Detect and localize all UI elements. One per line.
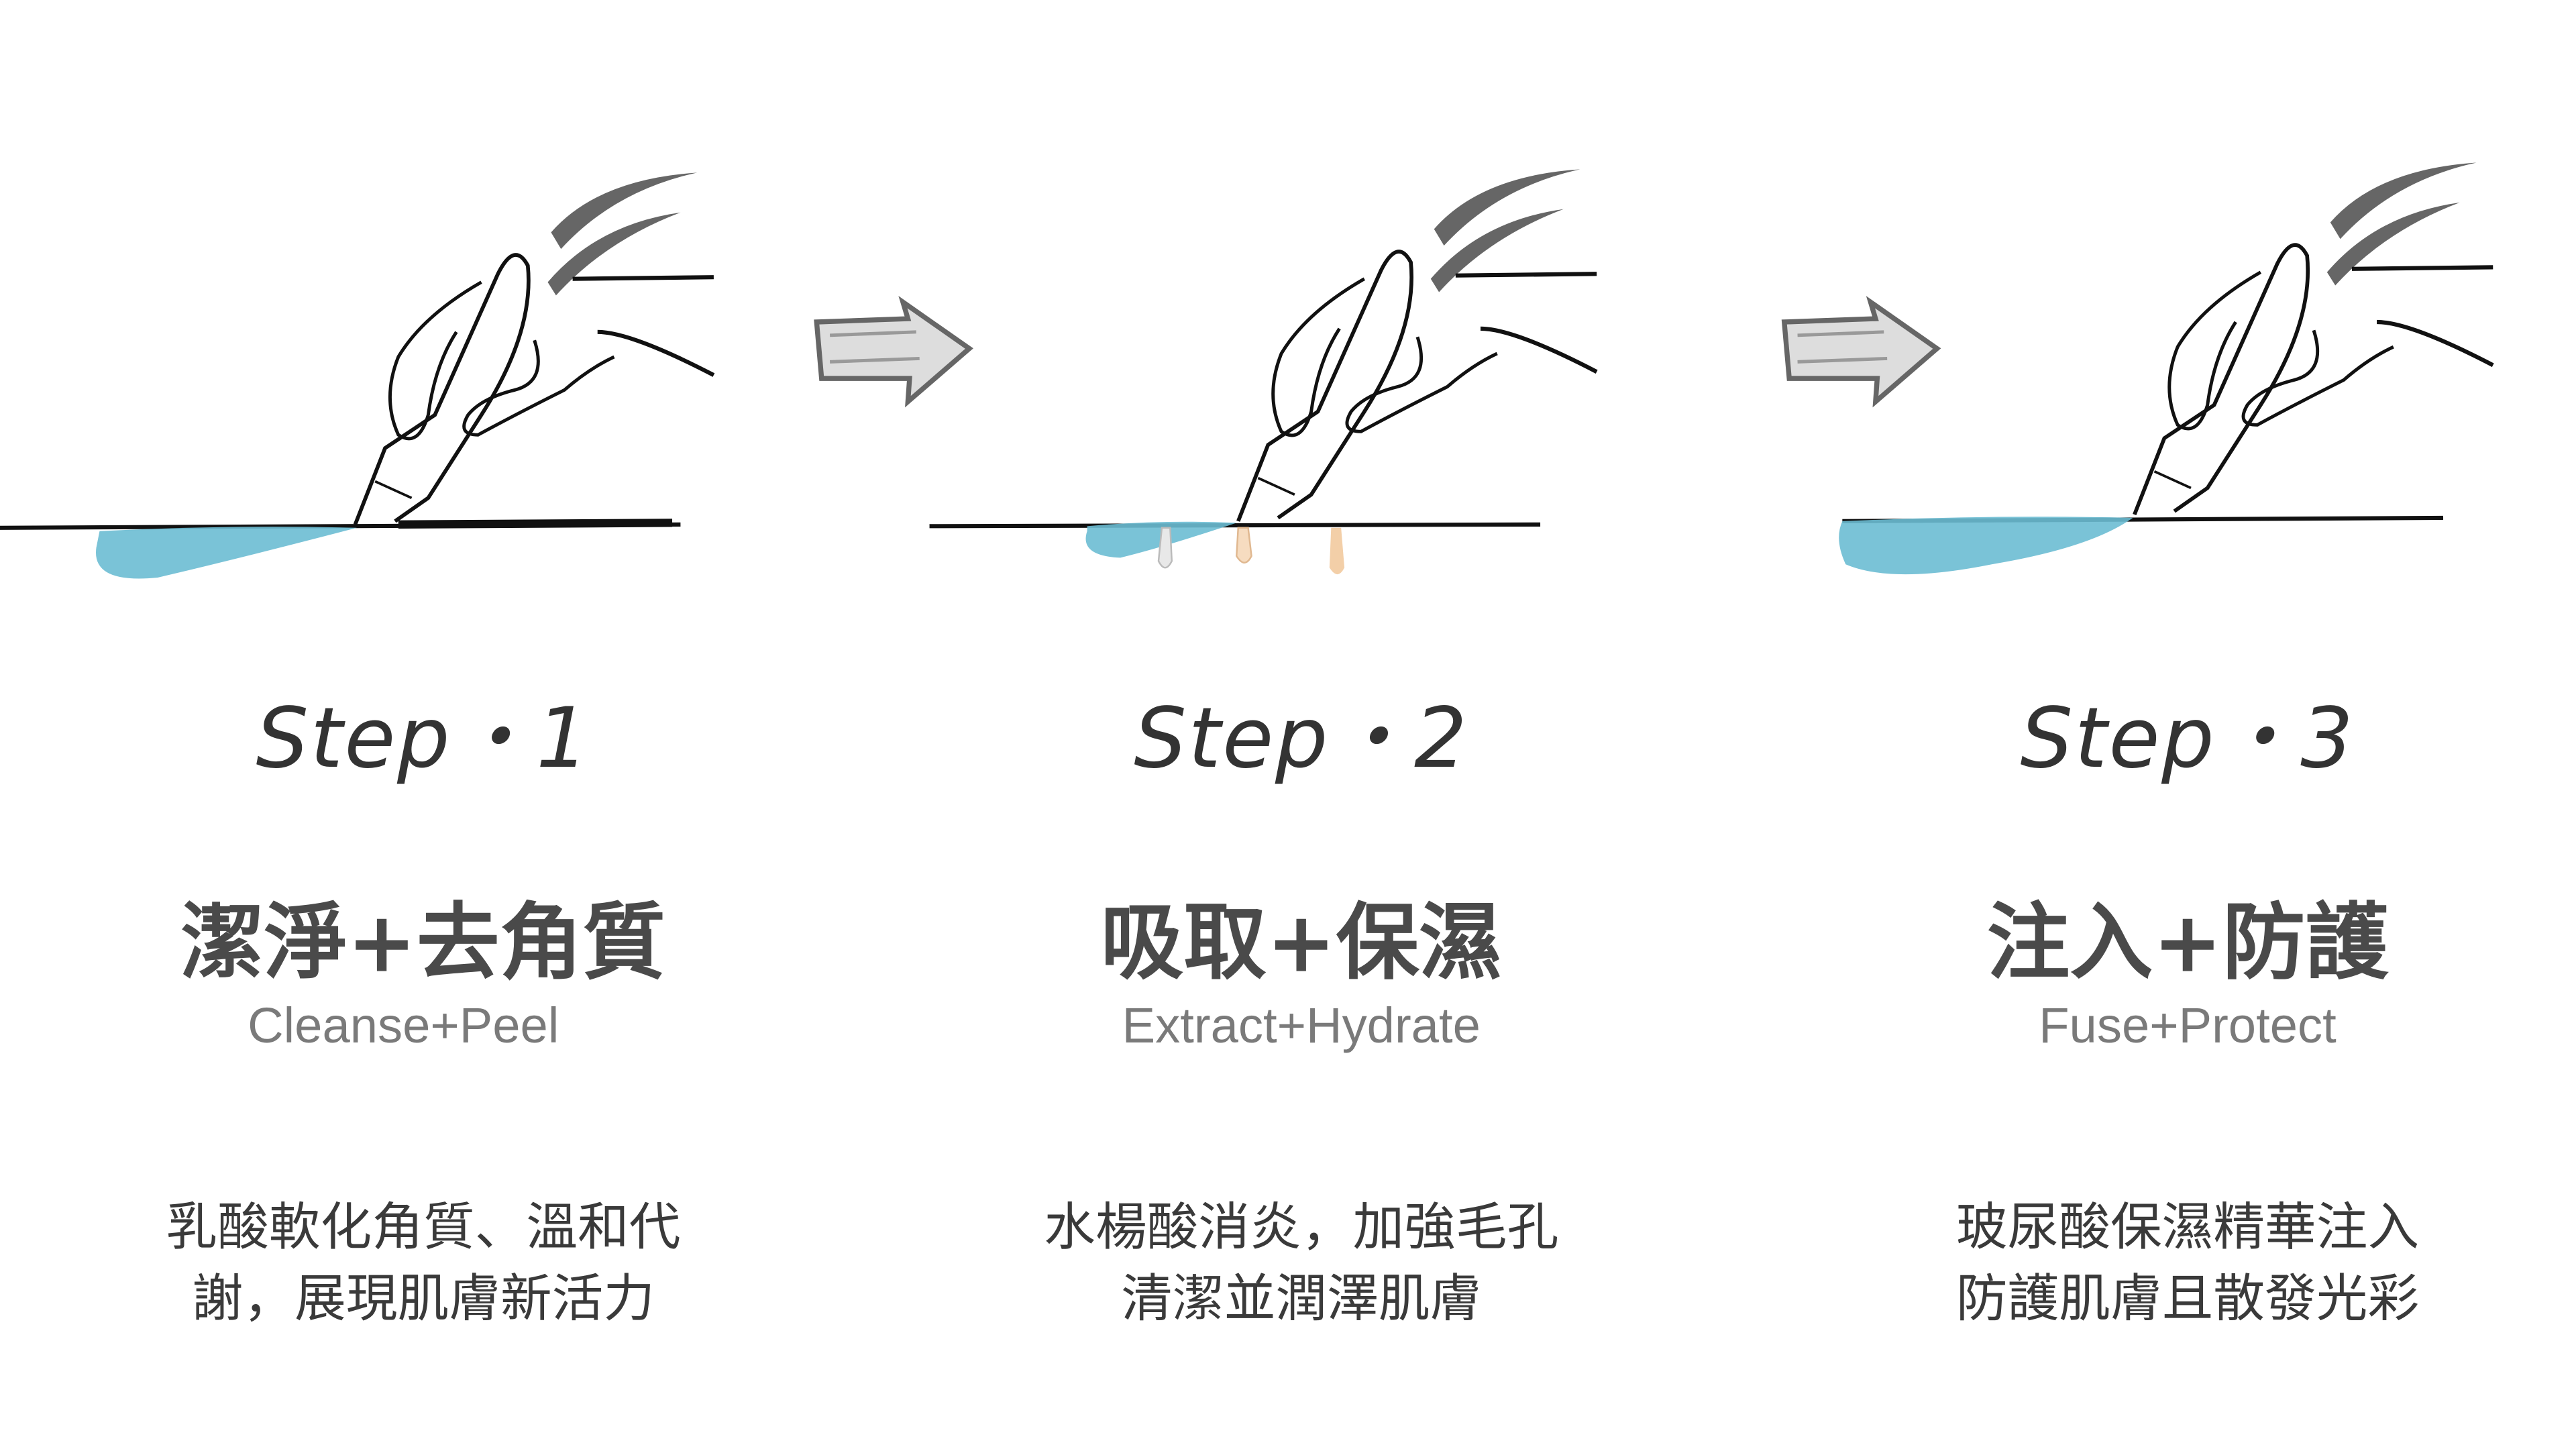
step-title: 潔淨+去角質 (180, 894, 666, 991)
step-subtitle: Fuse+Protect (2039, 999, 2337, 1055)
step-description-line: 乳酸軟化角質、溫和代 (166, 1198, 681, 1258)
step-subtitle: Cleanse+Peel (248, 999, 559, 1055)
illustration-step-1 (0, 172, 714, 579)
step-label: Step・1 (256, 690, 591, 787)
arrow-right-icon (1784, 302, 1937, 401)
step-title: 注入+防護 (1986, 894, 2389, 991)
step-subtitle: Extract+Hydrate (1122, 999, 1481, 1055)
step-description-line: 水楊酸消炎，加強毛孔 (1044, 1198, 1559, 1258)
step-label: Step・3 (2020, 690, 2355, 787)
step-label: Step・2 (1134, 690, 1469, 787)
step-description-line: 清潔並潤澤肌膚 (1121, 1269, 1482, 1330)
step-description-line: 防護肌膚且散發光彩 (1955, 1269, 2420, 1330)
illustration-step-3 (1839, 162, 2493, 575)
step-description-line: 玻尿酸保濕精華注入 (1955, 1198, 2420, 1258)
step-description-line: 謝，展現肌膚新活力 (191, 1269, 655, 1330)
step-title: 吸取+保濕 (1100, 894, 1503, 991)
arrow-right-icon (816, 302, 969, 401)
illustration-step-2 (929, 169, 1597, 575)
